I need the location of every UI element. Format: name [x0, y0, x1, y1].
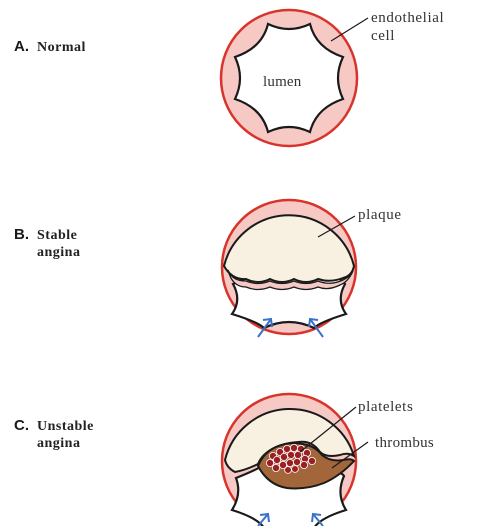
platelets-label: platelets: [358, 399, 413, 415]
thrombus-label: thrombus: [375, 435, 434, 451]
